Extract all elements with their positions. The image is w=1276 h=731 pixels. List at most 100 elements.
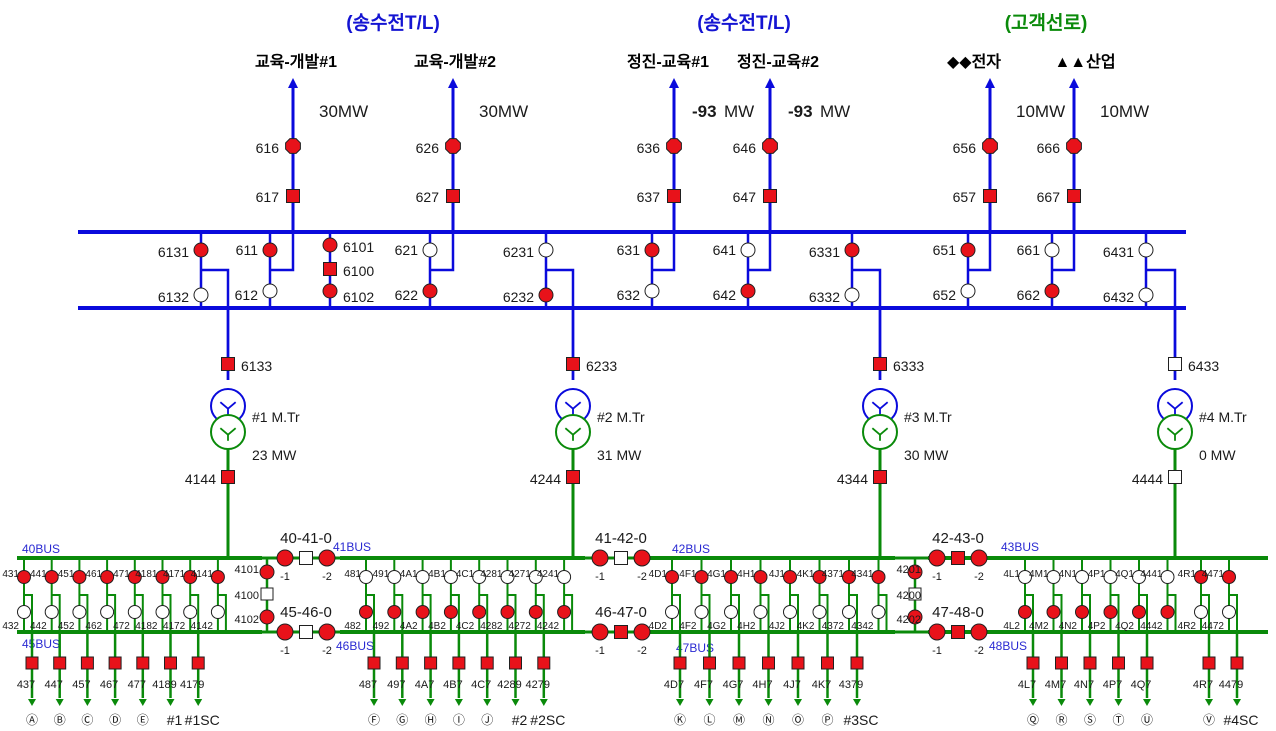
lv-feeder-breaker[interactable] <box>791 656 805 670</box>
lv-switch-upper[interactable] <box>1103 570 1118 584</box>
lv-switch-upper[interactable] <box>72 570 87 584</box>
coupler-left-switch[interactable] <box>276 623 294 641</box>
lv-switch-lower[interactable] <box>443 605 458 619</box>
lv-switch-upper[interactable] <box>155 570 170 584</box>
feeder-breaker-lower[interactable] <box>446 189 460 203</box>
lv-switch-lower[interactable] <box>415 605 430 619</box>
lv-switch-upper[interactable] <box>1222 570 1236 584</box>
lv-feeder-breaker[interactable] <box>703 656 716 670</box>
coupler-right-switch[interactable] <box>633 623 651 641</box>
tr-switch-top[interactable] <box>844 242 860 258</box>
lv-switch-upper[interactable] <box>415 570 430 584</box>
lv-switch-upper[interactable] <box>753 570 768 584</box>
lv-switch-upper[interactable] <box>1075 570 1089 584</box>
lv-switch-upper[interactable] <box>472 570 487 584</box>
bus-tie-breaker[interactable] <box>260 587 274 601</box>
lv-feeder-breaker[interactable] <box>53 656 67 670</box>
tr-switch-bottom[interactable] <box>538 287 554 303</box>
lv-switch-lower[interactable] <box>472 605 487 619</box>
lv-feeder-breaker[interactable] <box>821 656 834 670</box>
tr-hv-breaker[interactable] <box>566 357 580 371</box>
lv-switch-upper[interactable] <box>500 570 515 584</box>
lv-feeder-breaker[interactable] <box>1202 656 1216 670</box>
coupler-left-switch[interactable] <box>276 549 294 567</box>
lv-switch-upper[interactable] <box>44 570 59 584</box>
lv-switch-lower[interactable] <box>1018 605 1032 619</box>
lv-switch-upper[interactable] <box>1046 570 1061 584</box>
tr-switch-bottom[interactable] <box>1138 287 1154 303</box>
feeder-breaker-upper[interactable] <box>666 138 682 154</box>
coupler-right-switch[interactable] <box>970 623 988 641</box>
lv-switch-upper[interactable] <box>1132 570 1146 584</box>
hv-switch-top[interactable] <box>740 242 756 258</box>
lv-switch-upper[interactable] <box>694 570 709 584</box>
lv-feeder-breaker[interactable] <box>80 656 94 670</box>
lv-feeder-breaker[interactable] <box>509 656 522 670</box>
lv-switch-lower[interactable] <box>387 605 402 619</box>
feeder-breaker-upper[interactable] <box>762 138 778 154</box>
lv-feeder-breaker[interactable] <box>191 656 205 670</box>
tr-switch-top[interactable] <box>1138 242 1154 258</box>
hv-coupler-bottom[interactable] <box>322 283 338 299</box>
lv-feeder-breaker[interactable] <box>1230 656 1244 670</box>
coupler-breaker[interactable] <box>614 551 628 565</box>
coupler-left-switch[interactable] <box>928 623 946 641</box>
feeder-breaker-upper[interactable] <box>285 138 301 154</box>
lv-switch-lower[interactable] <box>812 605 827 619</box>
tr-lv-breaker[interactable] <box>566 470 580 484</box>
hv-switch-bottom[interactable] <box>740 283 756 299</box>
lv-feeder-breaker[interactable] <box>136 656 150 670</box>
coupler-left-switch[interactable] <box>591 623 609 641</box>
lv-feeder-breaker[interactable] <box>673 656 687 670</box>
tr-hv-breaker[interactable] <box>221 357 235 371</box>
hv-switch-bottom[interactable] <box>262 283 278 299</box>
coupler-breaker[interactable] <box>951 551 965 565</box>
lv-switch-lower[interactable] <box>17 605 31 619</box>
hv-switch-bottom[interactable] <box>422 283 438 299</box>
lv-switch-upper[interactable] <box>100 570 115 584</box>
tr-switch-bottom[interactable] <box>193 287 209 303</box>
lv-switch-lower[interactable] <box>1222 605 1236 619</box>
lv-switch-lower[interactable] <box>359 605 373 619</box>
lv-switch-lower[interactable] <box>557 605 572 619</box>
lv-switch-lower[interactable] <box>127 605 142 619</box>
lv-switch-lower[interactable] <box>1194 605 1208 619</box>
lv-switch-upper[interactable] <box>1018 570 1032 584</box>
feeder-breaker-upper[interactable] <box>982 138 998 154</box>
lv-switch-upper[interactable] <box>665 570 679 584</box>
lv-switch-upper[interactable] <box>1194 570 1208 584</box>
feeder-breaker-lower[interactable] <box>286 189 300 203</box>
bus-tie-top[interactable] <box>259 564 275 580</box>
hv-switch-bottom[interactable] <box>960 283 976 299</box>
lv-feeder-breaker[interactable] <box>537 656 551 670</box>
coupler-breaker[interactable] <box>299 625 313 639</box>
lv-feeder-breaker[interactable] <box>1112 656 1125 670</box>
lv-switch-upper[interactable] <box>183 570 198 584</box>
coupler-right-switch[interactable] <box>633 549 651 567</box>
lv-feeder-breaker[interactable] <box>1055 656 1068 670</box>
lv-feeder-breaker[interactable] <box>395 656 409 670</box>
lv-feeder-breaker[interactable] <box>452 656 466 670</box>
feeder-breaker-lower[interactable] <box>763 189 777 203</box>
lv-feeder-breaker[interactable] <box>1083 656 1097 670</box>
tr-lv-breaker[interactable] <box>873 470 887 484</box>
lv-switch-upper[interactable] <box>842 570 856 584</box>
lv-switch-lower[interactable] <box>72 605 87 619</box>
lv-feeder-breaker[interactable] <box>850 656 864 670</box>
lv-switch-lower[interactable] <box>665 605 679 619</box>
lv-switch-lower[interactable] <box>1046 605 1061 619</box>
lv-switch-lower[interactable] <box>783 605 797 619</box>
bus-tie-breaker[interactable] <box>908 587 922 601</box>
feeder-breaker-lower[interactable] <box>1067 189 1081 203</box>
coupler-left-switch[interactable] <box>928 549 946 567</box>
lv-switch-lower[interactable] <box>500 605 515 619</box>
lv-feeder-breaker[interactable] <box>732 656 746 670</box>
feeder-breaker-upper[interactable] <box>445 138 461 154</box>
lv-switch-upper[interactable] <box>443 570 458 584</box>
hv-switch-top[interactable] <box>262 242 278 258</box>
hv-switch-top[interactable] <box>1044 242 1060 258</box>
lv-switch-upper[interactable] <box>1160 570 1175 584</box>
lv-feeder-breaker[interactable] <box>25 656 39 670</box>
lv-feeder-breaker[interactable] <box>424 656 438 670</box>
feeder-breaker-lower[interactable] <box>983 189 997 203</box>
